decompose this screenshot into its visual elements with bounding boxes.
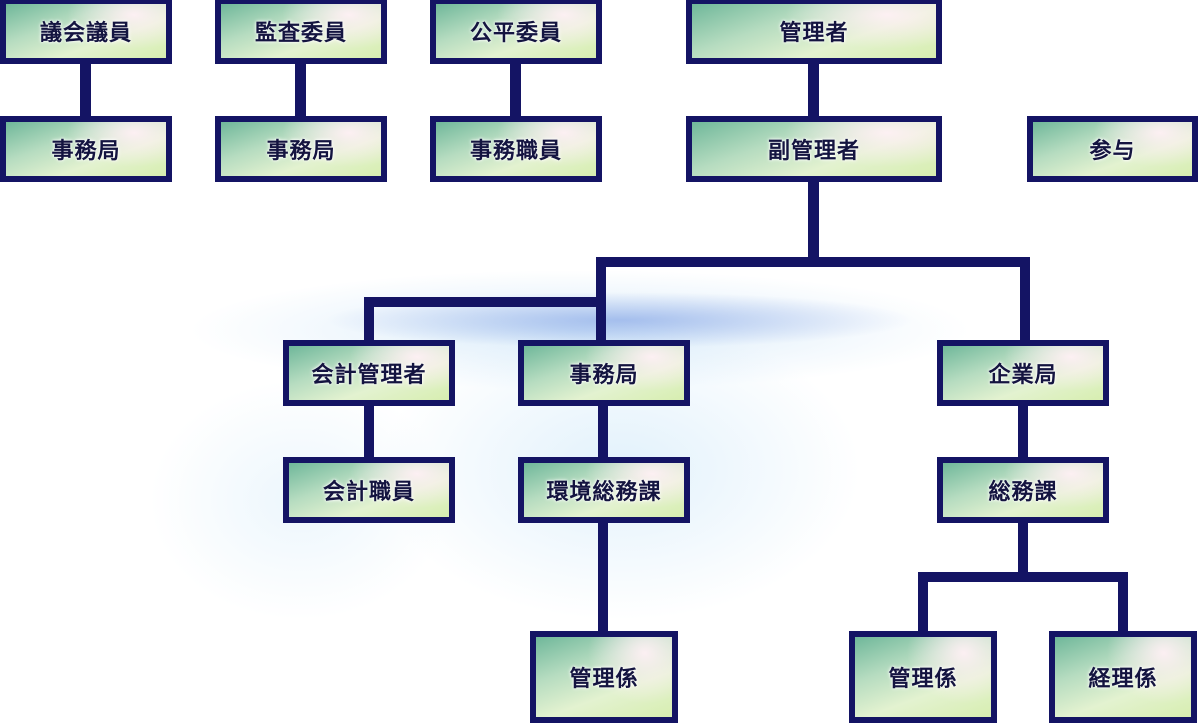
node-gikai-giin: 議会議員 — [0, 0, 172, 64]
node-gikai-jimukyoku: 事務局 — [0, 116, 172, 182]
connector-line — [808, 178, 819, 266]
connector-line — [510, 60, 521, 120]
node-kankyo-soumuka: 環境総務課 — [518, 457, 690, 523]
node-kigyoukyoku: 企業局 — [937, 340, 1109, 406]
connector-line — [808, 60, 819, 120]
connector-line — [364, 297, 374, 345]
node-kansa-iin: 監査委員 — [215, 0, 387, 64]
connector-line — [1020, 257, 1030, 345]
connector-line — [80, 60, 91, 120]
connector-line — [1118, 572, 1128, 636]
node-kaikei-kanrisha: 会計管理者 — [283, 340, 455, 406]
node-keiri-kakari: 経理係 — [1049, 631, 1197, 723]
node-sanyo: 参与 — [1027, 116, 1198, 182]
node-kouhei-iin: 公平委員 — [430, 0, 602, 64]
node-soumuka: 総務課 — [937, 457, 1109, 523]
connector-line — [364, 297, 604, 307]
connector-line — [918, 572, 928, 636]
node-kaikei-shokuin: 会計職員 — [283, 457, 455, 523]
connector-line — [295, 60, 306, 120]
node-kanri-kakari-1: 管理係 — [530, 631, 678, 723]
node-fuku-kanrisha: 副管理者 — [686, 116, 942, 182]
connector-line — [598, 400, 608, 462]
connector-line — [598, 518, 608, 636]
connector-line — [1018, 400, 1028, 462]
connector-line — [918, 572, 1128, 582]
node-kansa-jimukyoku: 事務局 — [215, 116, 387, 182]
node-kanrisha: 管理者 — [686, 0, 942, 64]
connector-line — [596, 257, 1030, 267]
connector-line — [1018, 518, 1028, 580]
node-jimukyoku: 事務局 — [518, 340, 690, 406]
node-kanri-kakari-2: 管理係 — [849, 631, 997, 723]
connector-line — [364, 400, 374, 462]
node-jimu-shokuin: 事務職員 — [430, 116, 602, 182]
